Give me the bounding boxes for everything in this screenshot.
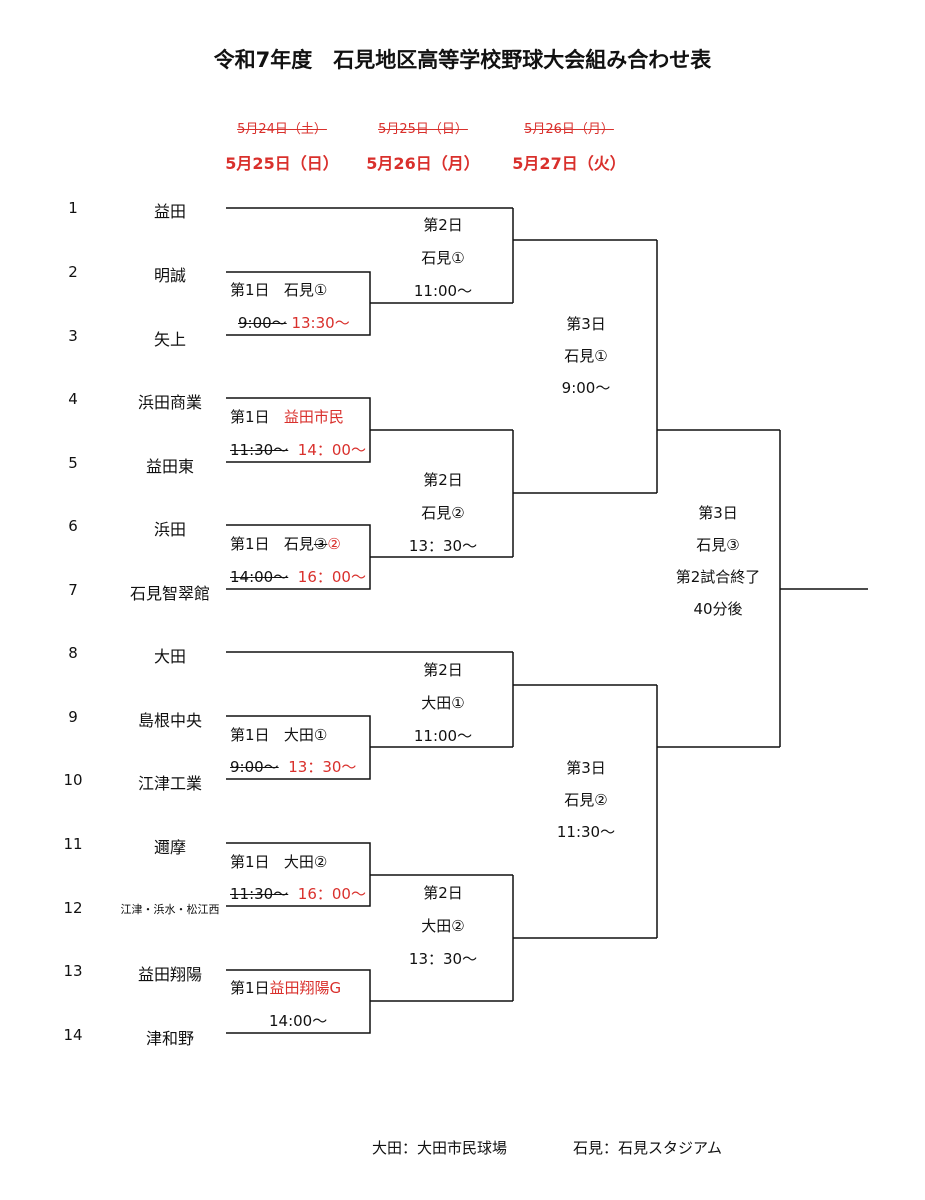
r3-b-venue: 石見② xyxy=(564,791,608,809)
r2-a-day: 第2日 xyxy=(423,216,463,234)
r1-day: 第1日 xyxy=(230,979,270,997)
team-name: 島根中央 xyxy=(137,711,202,730)
date-new-day2: 5月26日（月） xyxy=(366,154,480,173)
r3-b-day: 第3日 xyxy=(566,759,606,777)
r2-a-time: 11:00〜 xyxy=(413,282,473,300)
team-number: 4 xyxy=(68,390,78,408)
r1-venue-new-num: ② xyxy=(327,535,341,553)
r1-match-6-time: 14:00〜 xyxy=(269,1012,328,1030)
r1-time-new: 13：30〜 xyxy=(288,758,357,776)
team-name: 益田翔陽 xyxy=(137,965,202,984)
r3-b-time: 11:30〜 xyxy=(556,823,616,841)
team-name: 津和野 xyxy=(145,1029,194,1048)
r1-match-5-info: 第1日 大田② xyxy=(230,851,327,872)
r1-time-old: 11:30〜 xyxy=(230,441,289,459)
team-name: 浜田 xyxy=(153,520,186,539)
team-name: 益田 xyxy=(153,202,186,221)
r1-time-old: 9:00〜 xyxy=(238,314,287,332)
final-time: 40分後 xyxy=(693,600,743,618)
r1-time-old: 11:30〜 xyxy=(230,885,289,903)
r1-match-1-time: 9:00〜 13:30〜 xyxy=(238,312,350,333)
team-number: 8 xyxy=(68,644,78,662)
date-old-day2: 5月25日（日） xyxy=(378,122,468,137)
team-name: 邇摩 xyxy=(153,838,186,857)
r1-day: 第1日 xyxy=(230,726,270,744)
r3-a-time: 9:00〜 xyxy=(561,379,611,397)
r1-day: 第1日 xyxy=(230,535,270,553)
final-day: 第3日 xyxy=(698,504,738,522)
r2-b-time: 13：30〜 xyxy=(408,537,478,555)
r1-match-3-time: 14:00〜 16：00〜 xyxy=(230,566,366,587)
r2-b-day: 第2日 xyxy=(423,471,463,489)
team-number: 9 xyxy=(68,708,78,726)
r1-day: 第1日 xyxy=(230,853,270,871)
r2-a-venue: 石見① xyxy=(421,249,465,267)
r2-c-time: 11:00〜 xyxy=(413,727,473,745)
final-venue: 石見③ xyxy=(696,536,740,554)
team-number: 3 xyxy=(68,327,78,345)
legend-ota: 大田：大田市民球場 xyxy=(372,1139,508,1157)
r1-venue: 大田② xyxy=(283,853,328,871)
r3-a-venue: 石見① xyxy=(564,347,608,365)
team-name: 江津・浜水・松江西 xyxy=(120,903,220,916)
r1-venue: 大田① xyxy=(283,726,328,744)
r1-venue: 石見① xyxy=(283,281,328,299)
r1-match-2-time: 11:30〜 14：00〜 xyxy=(230,439,366,460)
r2-d-day: 第2日 xyxy=(423,884,463,902)
r2-d-venue: 大田② xyxy=(421,917,465,935)
r1-match-5-time: 11:30〜 16：00〜 xyxy=(230,883,366,904)
team-number: 1 xyxy=(68,199,78,217)
date-new-day3: 5月27日（火） xyxy=(512,154,626,173)
team-name: 大田 xyxy=(153,647,186,666)
r1-match-3-info: 第1日 石見③② xyxy=(230,533,341,554)
r2-d-time: 13：30〜 xyxy=(408,950,478,968)
final-note: 第2試合終了 xyxy=(675,568,761,586)
r2-b-venue: 石見② xyxy=(421,504,465,522)
r1-day: 第1日 xyxy=(230,281,270,299)
r2-c-venue: 大田① xyxy=(421,694,465,712)
r1-day: 第1日 xyxy=(230,408,270,426)
r1-match-6-info: 第1日益田翔陽G xyxy=(230,977,341,998)
team-number: 11 xyxy=(63,835,83,853)
r1-time-new: 14：00〜 xyxy=(297,441,366,459)
team-number: 14 xyxy=(63,1026,83,1044)
date-old-day1: 5月24日（土） xyxy=(237,122,327,137)
r1-match-1-info: 第1日 石見① xyxy=(230,279,327,300)
team-number: 12 xyxy=(63,899,83,917)
r1-match-4-time: 9:00〜 13：30〜 xyxy=(230,756,356,777)
team-number: 13 xyxy=(63,962,83,980)
page-title: 令和7年度 石見地区高等学校野球大会組み合わせ表 xyxy=(213,48,712,72)
r1-venue: 益田市民 xyxy=(283,408,344,426)
team-name: 益田東 xyxy=(145,457,194,476)
legend-iwami: 石見：石見スタジアム xyxy=(573,1139,722,1157)
r1-match-4-info: 第1日 大田① xyxy=(230,724,327,745)
date-new-day1: 5月25日（日） xyxy=(225,154,339,173)
r3-a-day: 第3日 xyxy=(566,315,606,333)
r2-c-day: 第2日 xyxy=(423,661,463,679)
team-name: 江津工業 xyxy=(137,774,202,793)
date-old-day3: 5月26日（月） xyxy=(524,122,614,137)
r1-time-new: 13:30〜 xyxy=(291,314,350,332)
r1-time-new: 16：00〜 xyxy=(297,568,366,586)
team-name: 浜田商業 xyxy=(137,393,202,412)
r1-venue: 石見 xyxy=(283,535,314,553)
r1-match-2-info: 第1日 益田市民 xyxy=(230,406,344,427)
team-name: 明誠 xyxy=(153,266,186,285)
team-number: 6 xyxy=(68,517,78,535)
team-number: 7 xyxy=(68,581,78,599)
team-number: 10 xyxy=(63,771,83,789)
team-number: 2 xyxy=(68,263,78,281)
team-number: 5 xyxy=(68,454,78,472)
r1-time-old: 14:00〜 xyxy=(230,568,289,586)
r1-time-new: 16：00〜 xyxy=(297,885,366,903)
r1-time-old: 9:00〜 xyxy=(230,758,279,776)
r1-venue: 益田翔陽G xyxy=(269,979,342,997)
team-name: 石見智翠館 xyxy=(129,584,210,603)
team-name: 矢上 xyxy=(153,330,186,349)
r1-venue-old-num: ③ xyxy=(313,535,328,553)
